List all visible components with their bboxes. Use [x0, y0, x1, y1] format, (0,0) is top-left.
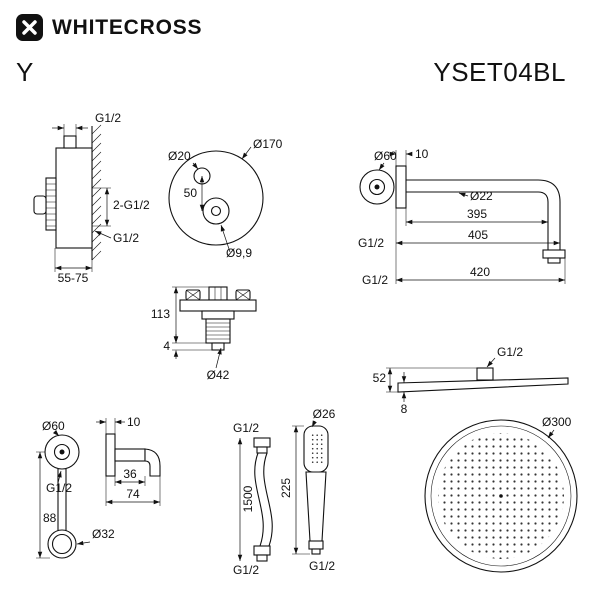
dim-plate-offset: 50 — [184, 186, 198, 200]
page-header: WHITECROSS Y YSET04BL — [0, 0, 600, 100]
outlet-stem — [57, 469, 67, 531]
dim-hose-length: 1500 — [241, 485, 255, 512]
arm-tube-inner — [406, 191, 549, 250]
dim-head-height: 52 — [373, 371, 387, 385]
dim-plate-outer: Ø170 — [253, 137, 283, 151]
trim-center-nut — [208, 286, 228, 301]
outlet-side-plate — [105, 433, 116, 477]
head-top-leader — [547, 429, 555, 439]
dim-arm-395: 395 — [467, 207, 487, 221]
wall-outlet-drawing: Ø60 10 G1/2 36 74 88 Ø32 — [36, 415, 161, 559]
dim-valve-thread-ports: 2-G1/2 — [113, 198, 150, 212]
dim-valve-thread-bottom: G1/2 — [113, 231, 139, 245]
dim-plate-pin: Ø9,9 — [226, 246, 252, 260]
dim-head-thread: G1/2 — [497, 345, 523, 359]
title-row: Y YSET04BL — [16, 57, 584, 88]
valve-body — [55, 147, 93, 249]
series-code: Y — [16, 57, 34, 87]
hand-shower-spray-face — [309, 433, 323, 465]
dim-trim-body: Ø42 — [207, 368, 230, 382]
valve-stem — [33, 195, 47, 215]
dim-trim-height: 113 — [151, 307, 170, 321]
dim-plate-hole: Ø20 — [168, 149, 191, 163]
model-code: YSET04BL — [433, 57, 566, 87]
dim-outlet-thread: G1/2 — [46, 481, 72, 495]
head-side-dimension-lines — [386, 357, 496, 402]
dim-arm-flange: Ø60 — [374, 149, 397, 163]
dim-arm-tube: Ø22 — [470, 189, 493, 203]
dim-valve-depth: 55-75 — [58, 271, 89, 285]
hose-curve-right — [263, 452, 273, 547]
dim-outlet-74: 74 — [126, 487, 140, 501]
dim-hose-thread-top: G1/2 — [233, 421, 259, 435]
hose-bottom-nut — [253, 545, 271, 556]
arm-tube-outer — [406, 179, 561, 250]
head-top-rim — [430, 425, 572, 567]
holder-ring-inner — [51, 533, 73, 555]
dim-valve-thread-top: G1/2 — [95, 111, 121, 125]
brand-row: WHITECROSS — [16, 14, 584, 41]
technical-drawing: G1/2 2-G1/2 G1/2 55-75 Ø170 Ø20 50 Ø9,9 — [33, 111, 578, 577]
brand-name: WHITECROSS — [52, 15, 203, 39]
dim-arm-420: 420 — [470, 265, 490, 279]
trim-plate-handle — [202, 197, 230, 225]
dim-arm-thread-wall: G1/2 — [358, 236, 384, 250]
dim-hose-thread-bottom: G1/2 — [233, 563, 259, 577]
mixer-trim-drawing: 113 4 Ø42 — [151, 286, 257, 382]
valve-cartridge — [45, 177, 57, 231]
valve-dimension-lines — [52, 124, 112, 272]
hose-drawing: G1/2 1500 G1/2 — [233, 421, 273, 577]
trim-bar — [179, 299, 257, 312]
hand-shower-dimension-lines — [292, 420, 317, 555]
arm-wall-plate — [395, 165, 407, 209]
trim-plate-dimension-lines — [192, 146, 252, 253]
outlet-dimension-lines — [36, 418, 161, 559]
trim-plate-drawing: Ø170 Ø20 50 Ø9,9 — [168, 137, 283, 260]
hand-shower-handle — [305, 471, 327, 542]
arm-outlet-fitting — [542, 249, 566, 259]
concealed-valve-drawing: G1/2 2-G1/2 G1/2 55-75 — [33, 111, 150, 285]
dim-arm-plate-depth: 10 — [415, 147, 429, 161]
dim-trim-plate: 4 — [163, 339, 170, 353]
head-profile — [397, 377, 569, 393]
hose-curve-left — [254, 452, 264, 547]
dim-outlet-height: 88 — [43, 511, 57, 525]
shower-arm-drawing: Ø60 10 Ø22 395 405 G1/2 G1/2 420 — [358, 147, 566, 287]
head-connector — [476, 367, 494, 381]
holder-arm — [114, 448, 146, 462]
head-top-drawing: Ø300 — [424, 415, 578, 573]
dim-arm-thread-outlet: G1/2 — [362, 273, 388, 287]
dim-hand-shower-thread: G1/2 — [309, 559, 335, 573]
trim-dimension-lines — [172, 286, 222, 369]
dim-head-top-diameter: Ø300 — [542, 415, 572, 429]
arm-dimension-lines — [378, 150, 566, 284]
valve-top-port — [63, 135, 77, 149]
dim-hand-shower-head: Ø26 — [313, 407, 336, 421]
dim-head-thickness: 8 — [401, 402, 408, 416]
hand-shower-drawing: Ø26 225 G1/2 — [279, 407, 336, 573]
dim-hand-shower-length: 225 — [279, 478, 293, 498]
dim-outlet-plate-depth: 10 — [127, 415, 141, 429]
head-side-drawing: G1/2 52 8 — [373, 345, 569, 416]
dim-holder-diameter: Ø32 — [92, 527, 115, 541]
hose-top-nut — [253, 437, 271, 448]
whitecross-logo-icon — [16, 14, 43, 41]
dim-outlet-flange: Ø60 — [42, 419, 65, 433]
holder-hook — [144, 448, 161, 477]
dim-outlet-36: 36 — [123, 467, 137, 481]
dim-arm-405: 405 — [468, 228, 488, 242]
